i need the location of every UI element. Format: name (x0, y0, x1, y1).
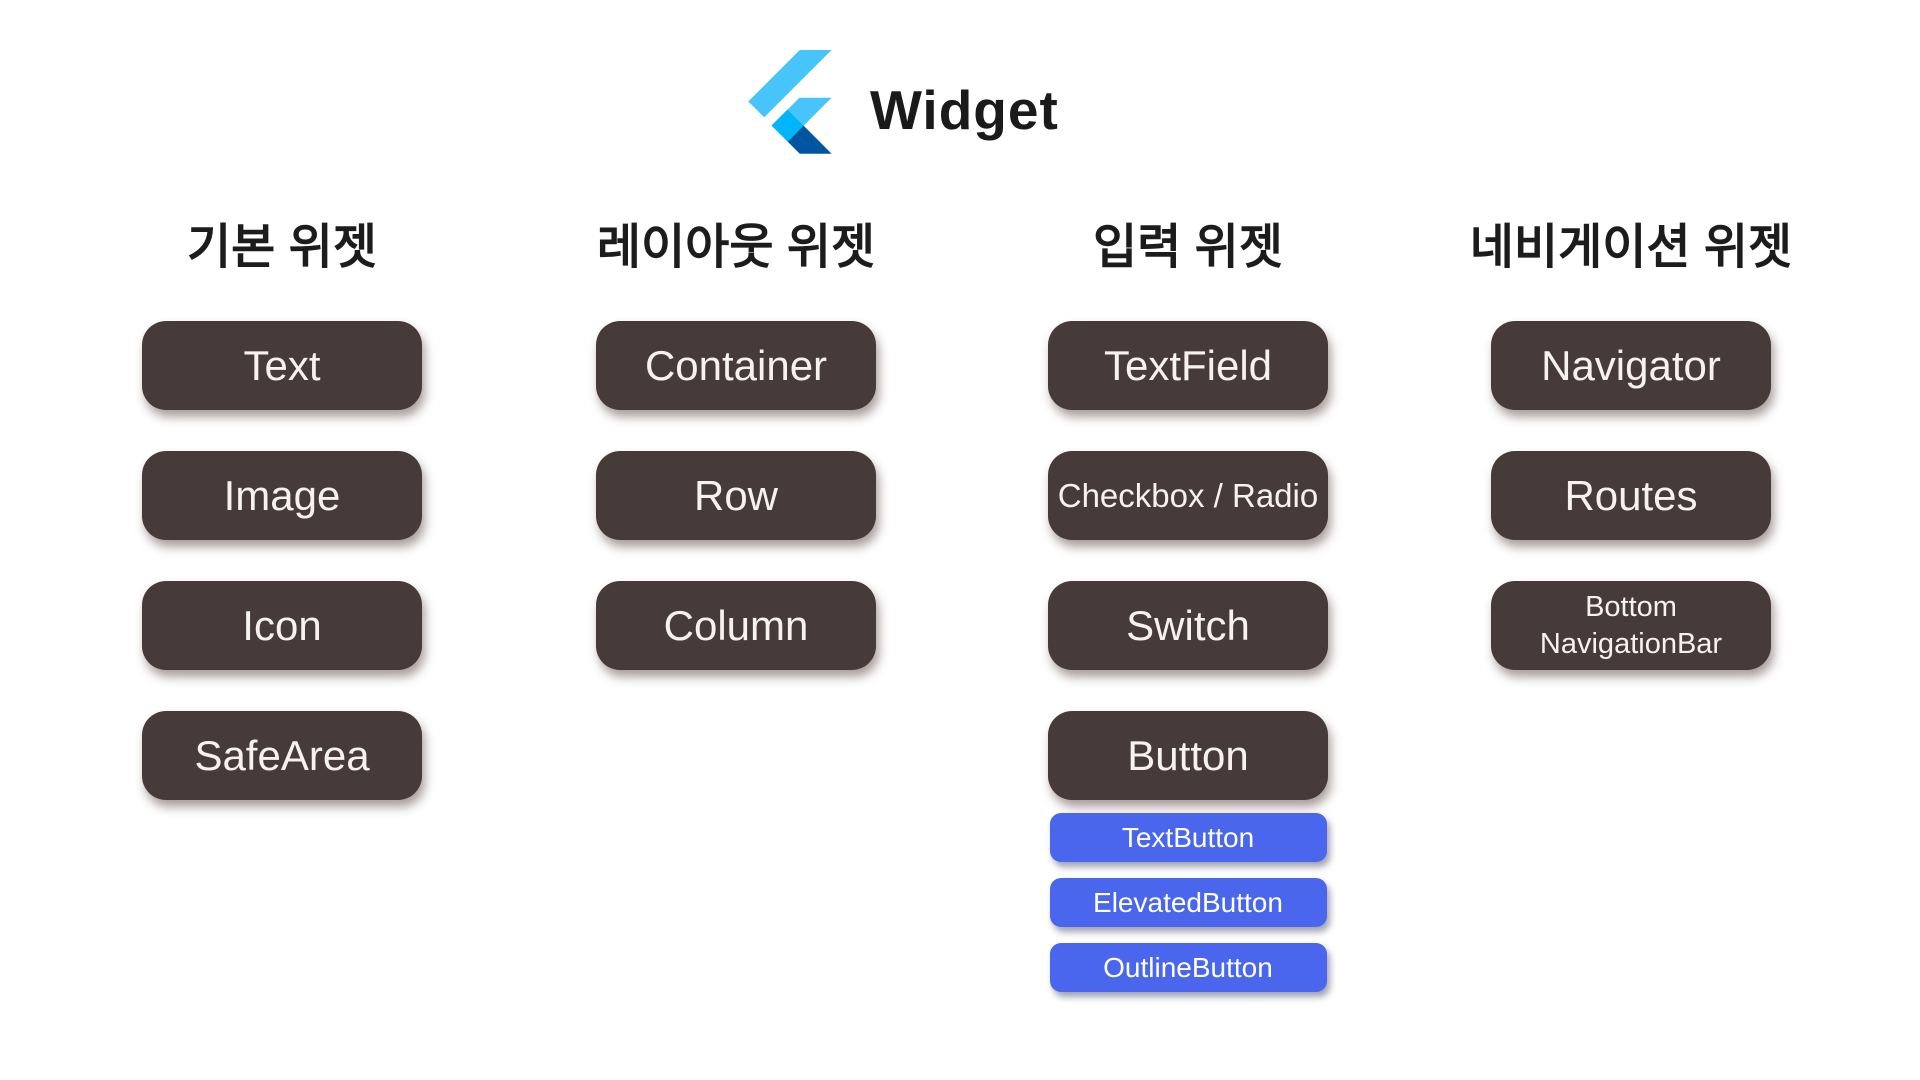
flutter-logo-top-wing (748, 50, 832, 118)
sub-chip-elevatedbutton: ElevatedButton (1049, 878, 1327, 927)
flutter-logo-tail (787, 125, 832, 154)
column-title-input: 입력 위젯 (1093, 221, 1283, 274)
widget-chip-bottom-navigationbar: Bottom NavigationBar (1491, 581, 1771, 670)
column-navigation-widgets: 네비게이션 위젯 Navigator Routes Bottom Navigat… (1470, 220, 1792, 711)
column-title-layout: 레이아웃 위젯 (596, 221, 876, 274)
widget-chip-column: Column (596, 581, 876, 670)
widget-chip-routes: Routes (1491, 451, 1771, 540)
sub-chip-textbutton: TextButton (1049, 813, 1327, 862)
flutter-logo-icon (748, 50, 832, 154)
widget-chip-icon: Icon (142, 581, 422, 670)
column-layout-widgets: 레이아웃 위젯 Container Row Column (596, 220, 876, 711)
widget-chip-safearea: SafeArea (142, 711, 422, 800)
column-basic-widgets: 기본 위젯 Text Image Icon SafeArea (142, 220, 422, 841)
page-title: Widget (870, 78, 1059, 141)
widget-chip-container: Container (596, 321, 876, 410)
widget-chip-row: Row (596, 451, 876, 540)
widget-chip-switch: Switch (1048, 581, 1328, 670)
brand-header: Widget (748, 50, 1059, 154)
flutter-logo-mid-diamond (771, 109, 804, 142)
widget-chip-textfield: TextField (1048, 321, 1328, 410)
column-title-navigation: 네비게이션 위젯 (1469, 221, 1793, 274)
column-input-widgets: 입력 위젯 TextField Checkbox / Radio Switch … (1048, 220, 1328, 1008)
widget-chip-navigator: Navigator (1491, 321, 1771, 410)
widget-chip-image: Image (142, 451, 422, 540)
widget-chip-button: Button (1048, 711, 1328, 800)
widget-chip-checkbox-radio: Checkbox / Radio (1048, 451, 1328, 540)
sub-chip-outlinebutton: OutlineButton (1049, 943, 1327, 992)
column-title-basic: 기본 위젯 (187, 221, 377, 274)
widget-chip-text: Text (142, 321, 422, 410)
